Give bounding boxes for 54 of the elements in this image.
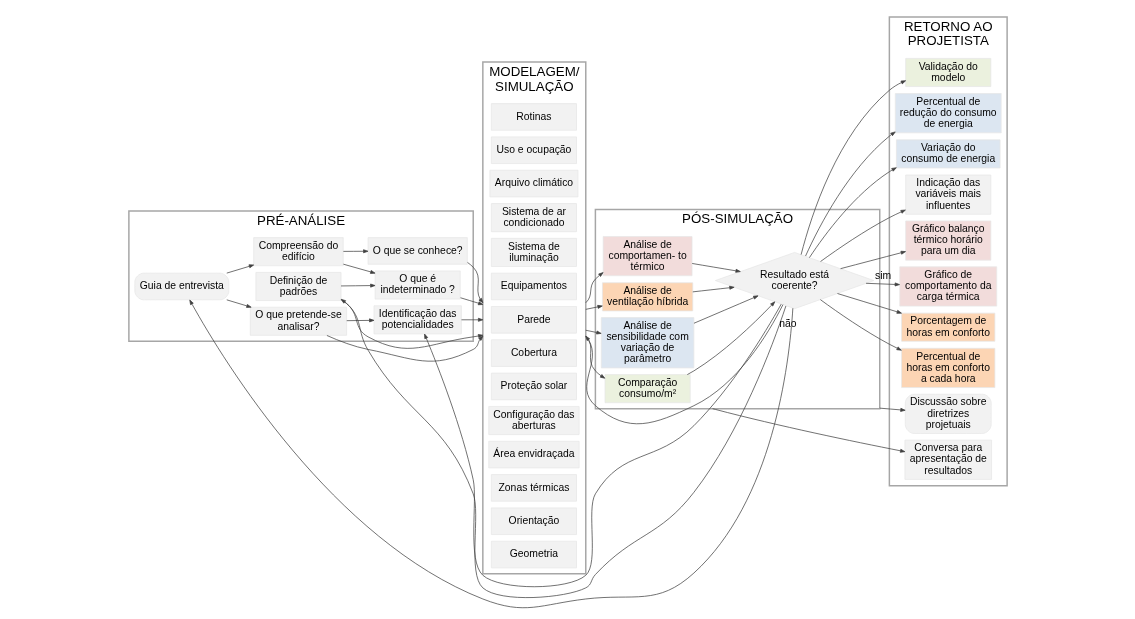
node-box: Compreensão do edifício — [252, 237, 344, 267]
arrow — [340, 283, 375, 288]
node-box: Porcentagem de horas em conforto — [900, 312, 995, 342]
arrow — [342, 263, 375, 274]
arrow — [808, 167, 897, 258]
arrow — [800, 80, 906, 255]
node-box: O que é indeterminado ? — [374, 270, 461, 300]
node-box: Gráfico balanço térmico horário para um dia — [904, 220, 991, 261]
edge-label: não — [778, 318, 797, 330]
arrow — [819, 299, 902, 351]
node-box: Identificação das potencialidades — [373, 305, 462, 335]
node-box: Comparação consumo/m² — [604, 374, 691, 404]
arrow — [865, 282, 900, 287]
arrow — [584, 329, 601, 335]
node-box: Guia de entrevista — [133, 272, 229, 301]
arrow — [878, 407, 906, 412]
arrow — [693, 295, 758, 324]
node-box: Percentual de horas em conforto a cada hora — [900, 347, 995, 388]
node-box: Discussão sobre diretrizes projetuais — [904, 393, 992, 434]
arrow — [584, 304, 783, 425]
arrow — [459, 297, 483, 306]
node-box: O que se conhece? — [367, 237, 468, 265]
arrow — [804, 131, 896, 257]
node-box: Indicação das variáveis mais influentes — [904, 174, 991, 215]
node-box: Análise de ventilação híbrida — [601, 282, 693, 312]
node-box: Definição de padrões — [255, 272, 341, 301]
arrow — [225, 299, 252, 308]
arrow — [460, 317, 483, 322]
node-box: Percentual de redução do consumo de energia — [894, 93, 1002, 134]
arrow — [839, 250, 906, 270]
arrow — [340, 299, 483, 349]
arrow — [584, 335, 605, 379]
arrow — [342, 249, 368, 254]
arrow — [584, 272, 603, 304]
arrow — [326, 335, 483, 362]
arrow — [188, 299, 793, 609]
arrow — [691, 263, 741, 273]
arrow — [340, 298, 786, 598]
node-box: Análise de sensibilidade com variação de parâmetro — [600, 317, 694, 369]
arrow — [819, 209, 906, 262]
node-box: Análise de comportamen- to térmico — [602, 236, 692, 277]
arrow — [345, 318, 374, 323]
node-box: Variação do consumo de energia — [895, 139, 1000, 169]
arrow — [423, 303, 782, 588]
node-box: Conversa para apresentação de resultados — [904, 439, 992, 480]
arrow — [711, 408, 905, 453]
arrow — [225, 264, 254, 274]
node-box: O que pretende-se analisar? — [249, 306, 347, 336]
arrow — [686, 301, 775, 375]
arrow — [584, 304, 603, 310]
node-box: Gráfico de comportamento da carga térmica — [898, 266, 997, 307]
node-box: Validação do modelo — [904, 58, 991, 87]
arrow — [691, 285, 734, 293]
arrow — [836, 293, 902, 314]
